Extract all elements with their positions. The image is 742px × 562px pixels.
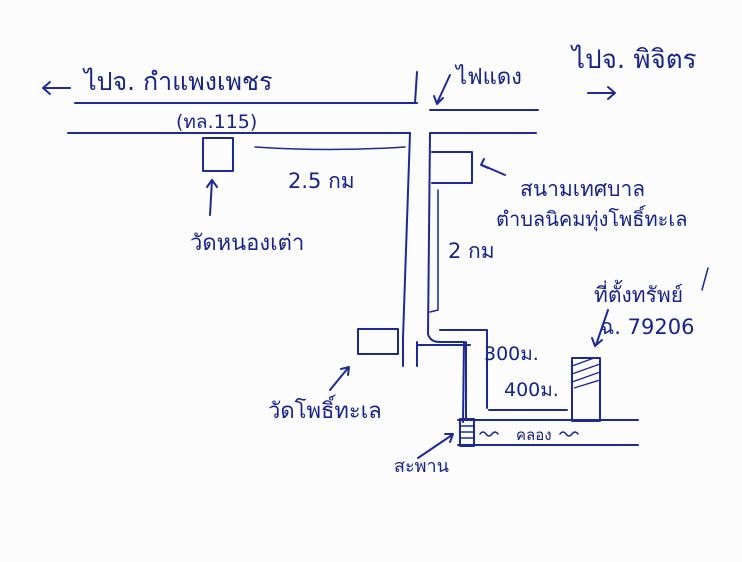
label-property-2: ฉ. 79206 [600, 315, 694, 339]
label-dist-2-5km: 2.5 กม [288, 169, 355, 193]
label-to-kamphaeng-phet: ไปจ. กำแพงเพชร [82, 67, 272, 96]
arrow-property [591, 309, 609, 347]
label-canal: คลอง [516, 426, 552, 444]
arrow-east [587, 86, 616, 100]
label-wat-nong-tao: วัดหนองเต่า [190, 231, 304, 256]
arrow-bridge [417, 433, 454, 459]
arrow-wat-nong-tao [206, 179, 218, 216]
label-highway: (ทล.115) [176, 111, 257, 133]
bridge-marker [459, 418, 475, 447]
dim-2km [429, 189, 439, 313]
label-dist-2km: 2 กม [448, 239, 495, 263]
arrow-traffic-light [433, 74, 451, 105]
dim-2-5km [254, 146, 406, 151]
wat-pho-thale-marker [357, 328, 399, 355]
tick-mark [701, 267, 709, 291]
branch-road [402, 71, 471, 423]
label-bridge: สะพาน [394, 456, 449, 477]
label-stadium-2: ตำบลนิคมทุ่งโพธิ์ทะเล [496, 204, 688, 232]
label-dist-300m: 300ม. [484, 343, 539, 365]
arrow-wat-pho-thale [329, 366, 350, 391]
canal [457, 419, 639, 446]
stadium-marker [431, 151, 473, 184]
label-dist-400m: 400ม. [504, 379, 559, 401]
property-marker [571, 357, 601, 422]
label-wat-pho-thale: วัดโพธิ์ทะเล [268, 395, 382, 424]
label-traffic-light: ไฟแดง [454, 64, 522, 90]
wat-nong-tao-marker [202, 137, 234, 172]
highway [67, 102, 539, 134]
arrow-stadium [480, 158, 506, 176]
side-road [439, 329, 568, 411]
label-stadium-1: สนามเทศบาล [520, 177, 645, 201]
label-property-1: ที่ตั้งทรัพย์ [594, 280, 683, 307]
arrow-west [42, 81, 71, 95]
label-to-phichit: ไปจ. พิจิตร [570, 44, 697, 75]
